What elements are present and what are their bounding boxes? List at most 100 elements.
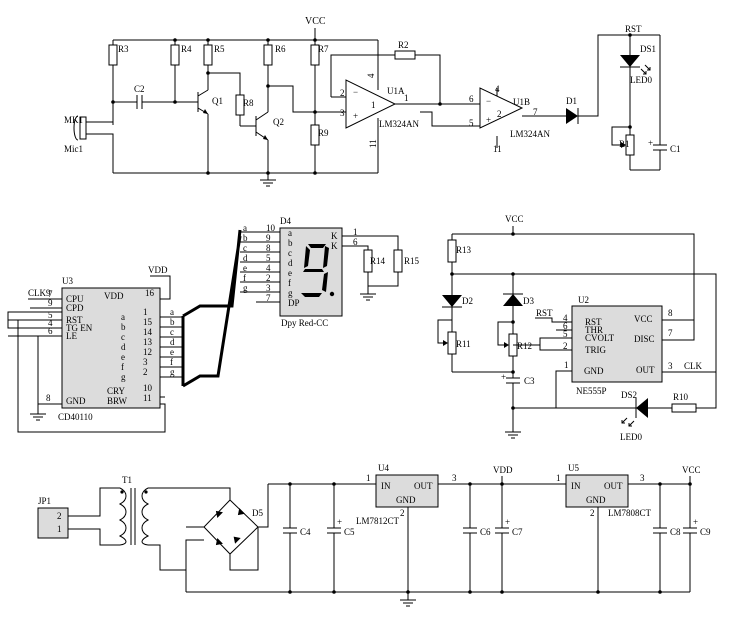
power-section: JP1 2 1 T1 D5 C4 (37, 463, 711, 607)
u1b-unit: 2 (497, 109, 502, 119)
u3-cry-name: CRY (107, 386, 126, 396)
d3-label: D3 (523, 296, 534, 306)
u1a-part-label: LM324AN (379, 119, 419, 129)
r6-label: R6 (275, 44, 286, 54)
resistor-r15 (393, 249, 403, 273)
u3-pin-name: CPD (66, 303, 84, 313)
transformer-t1-primary (118, 487, 127, 546)
display-pin-net: c (243, 243, 247, 253)
c7-plus: + (505, 517, 510, 527)
microphone-mk1 (79, 116, 87, 140)
display-pin-name: f (288, 278, 291, 288)
opamp-u1b (479, 87, 524, 129)
u3-pin-name: RST (66, 315, 83, 325)
display-pin-name: a (288, 228, 292, 238)
u1a-pin3: 3 (340, 108, 345, 118)
u3-out-net: b (170, 317, 175, 327)
r12-label: R12 (517, 341, 532, 351)
d1-label: D1 (566, 96, 577, 106)
t1-label: T1 (122, 475, 132, 485)
u3-out-pin-num: 2 (143, 367, 148, 377)
resistor-r6 (263, 44, 273, 66)
resistor-r3 (108, 44, 118, 66)
ic-u2-ne555 (571, 305, 663, 383)
u1a-pin1: 1 (404, 93, 409, 103)
c4-label: C4 (300, 527, 311, 537)
display-pin-name: DP (288, 298, 300, 308)
transformer-t1-secondary (141, 487, 150, 546)
resistor-r4 (170, 44, 180, 66)
u2-pin-name: RST (585, 317, 602, 327)
u1a-plus: + (353, 111, 358, 121)
u1b-pin5: 5 (469, 118, 474, 128)
u3-ref-label: U3 (62, 276, 73, 286)
u5-pin2: 2 (590, 508, 595, 518)
u3-pin-name: LE (66, 331, 77, 341)
seven-segment-glyph (301, 244, 335, 297)
u3-cry-num: 10 (143, 383, 153, 393)
u3-out-pin-num: 12 (143, 347, 152, 357)
u2-pin-name: THR (585, 325, 603, 335)
display-pin-num: 4 (266, 263, 271, 273)
vdd-label-power: VDD (493, 465, 513, 475)
opamp-u1a (345, 79, 397, 129)
display-pin-num: 7 (266, 293, 271, 303)
display-pin-num: 9 (266, 233, 271, 243)
vcc-label-power: VCC (682, 465, 701, 475)
resistor-r5 (203, 44, 213, 66)
u3-out-pin-num: 3 (143, 357, 148, 367)
diode-d2 (442, 295, 462, 307)
u2-pin-num: 2 (563, 341, 568, 351)
ds2-led-label: LED0 (620, 432, 642, 442)
u3-out-pin-num: 13 (143, 337, 153, 347)
u5-gnd-label: GND (586, 495, 606, 505)
ic-u3-cd40110 (61, 287, 161, 409)
r5-label: R5 (214, 44, 225, 54)
u3-out-net: f (170, 357, 173, 367)
c3-plus: + (501, 372, 506, 382)
d4-part-label: Dpy Red-CC (281, 318, 328, 328)
q2-label: Q2 (273, 117, 284, 127)
u3-out-net: a (170, 307, 174, 317)
u3-pin-num: 6 (48, 326, 53, 336)
c7-label: C7 (512, 527, 523, 537)
u2-pin-name: TRIG (585, 345, 606, 355)
clk-label-timer: CLK (684, 361, 703, 371)
u3-pin-num: 7 (48, 289, 53, 299)
u1a-pin4: 4 (366, 73, 376, 78)
u2-disc-name: DISC (634, 334, 655, 344)
u2-gnd-num: 1 (564, 360, 569, 370)
c3-label: C3 (524, 376, 535, 386)
u4-pin1: 1 (366, 473, 371, 483)
u3-out-pin-name: c (121, 332, 125, 342)
u1b-pin11: 11 (493, 144, 502, 154)
jp1-label: JP1 (38, 496, 51, 506)
ds1-label: DS1 (640, 44, 656, 54)
ds2-label: DS2 (621, 390, 637, 400)
r7-label: R7 (318, 44, 329, 54)
u3-out-pin-name: d (121, 342, 126, 352)
q1-label: Q1 (212, 96, 223, 106)
r11-label: R11 (456, 339, 471, 349)
u3-pin-name: TG EN (66, 323, 93, 333)
r8-label: R8 (243, 98, 254, 108)
ds1-led-label: LED0 (630, 75, 652, 85)
u3-pin-num: 4 (48, 318, 53, 328)
c1-label: C1 (670, 144, 681, 154)
resistor-r13 (447, 239, 457, 263)
display-pin-net: a (243, 223, 247, 233)
c5-plus: + (337, 517, 342, 527)
u3-brw-num: 11 (143, 393, 152, 403)
r13-label: R13 (456, 245, 472, 255)
u4-part-label: LM7812CT (356, 516, 400, 526)
rst-label-timer: RST (536, 308, 553, 318)
display-pin-num: 8 (266, 243, 271, 253)
u5-pin1: 1 (556, 473, 561, 483)
diode-d3 (503, 294, 523, 306)
d4-k2-name: K (331, 241, 338, 251)
display-pin-name: e (288, 268, 292, 278)
u3-out-net: g (170, 367, 175, 377)
mic-name-label: Mic1 (64, 144, 83, 154)
